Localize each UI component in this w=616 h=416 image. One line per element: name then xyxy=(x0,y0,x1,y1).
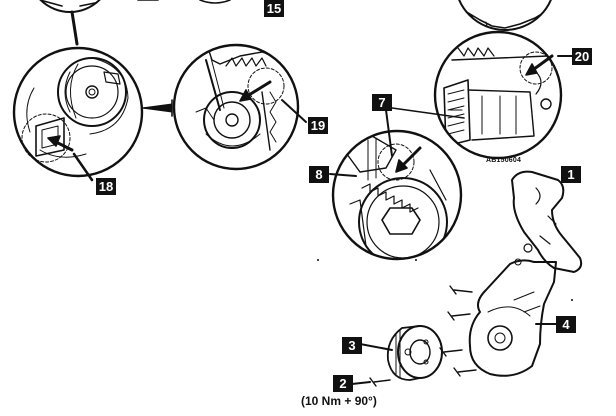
callout-2: 2 xyxy=(333,375,353,392)
callout-19: 19 xyxy=(308,117,328,134)
callout-7: 7 xyxy=(372,94,392,111)
callout-20: 20 xyxy=(572,48,592,65)
top-left-small-parts xyxy=(137,0,231,4)
camshaft-detail xyxy=(433,30,563,160)
arrow-19 xyxy=(239,80,307,123)
sprocket-detail xyxy=(331,129,463,261)
arrow-20 xyxy=(525,54,573,76)
callout-15: 15 xyxy=(264,0,284,17)
top-left-partial-detail xyxy=(39,0,101,46)
arrow-8 xyxy=(329,109,463,177)
crankshaft-pulley xyxy=(359,325,443,381)
upper-timing-cover xyxy=(511,170,583,273)
callout-3: 3 xyxy=(342,337,362,354)
callout-4: 4 xyxy=(556,316,576,333)
torque-specification: (10 Nm + 90°) xyxy=(301,394,377,408)
callout-8: 8 xyxy=(309,166,329,183)
leader-7 xyxy=(391,107,465,119)
callout-1: 1 xyxy=(561,166,581,183)
callout-18: 18 xyxy=(96,178,116,195)
crankshaft-detail xyxy=(12,46,144,178)
lower-timing-cover xyxy=(468,258,557,377)
top-right-partial-detail xyxy=(455,0,552,31)
figure-reference-code: AB150604 xyxy=(486,157,522,164)
tensioner-detail xyxy=(172,43,300,171)
arrow-18 xyxy=(47,135,94,182)
pulley-bolt xyxy=(351,377,391,387)
